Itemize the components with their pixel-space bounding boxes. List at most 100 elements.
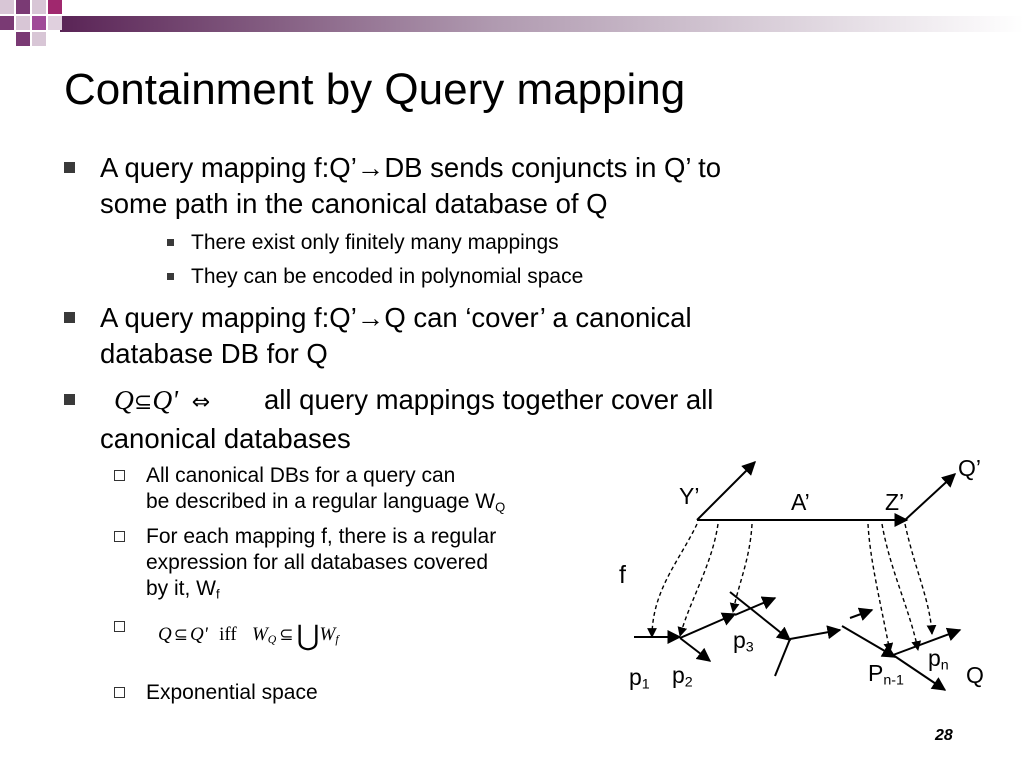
page-number: 28: [935, 727, 953, 744]
label-q-prime: Q’: [958, 455, 981, 481]
subscript: 3: [745, 639, 754, 656]
mapping-arrow: [904, 523, 937, 635]
sub-bullet-text: All canonical DBs for a query can be des…: [146, 463, 505, 520]
right-arrow-icon: →: [356, 152, 385, 183]
subscript: 1: [641, 676, 650, 693]
math-q: Q: [114, 384, 134, 415]
math-iff: iff: [219, 624, 237, 645]
header-square: [0, 0, 14, 14]
big-union-icon: ⋃: [296, 619, 320, 652]
q-edge: [849, 607, 874, 621]
subset-icon: ⊆: [279, 625, 294, 645]
math-q-prime: Q': [189, 624, 208, 645]
header-square: [0, 16, 14, 30]
header-square: [32, 32, 46, 46]
mapping-arrow: [881, 523, 922, 651]
header-square: [16, 0, 30, 14]
subscript: Q: [495, 499, 506, 515]
square-bullet-icon: [64, 394, 75, 405]
subscript: 2: [684, 674, 693, 691]
square-bullet-icon: [167, 273, 174, 280]
hollow-square-bullet-icon: [114, 470, 125, 481]
label-y-prime: Y’: [679, 483, 700, 509]
label-p-n: pn: [928, 645, 949, 679]
subscript: f: [216, 586, 220, 602]
sub-bullet-text: There exist only finitely many mappings: [191, 231, 559, 254]
sub-bullet-text: For each mapping f, there is a regular e…: [146, 524, 496, 607]
header-square: [32, 16, 46, 30]
mapping-arrow: [729, 523, 753, 613]
math-w: W: [319, 624, 336, 645]
hollow-square-bullet-icon: [114, 687, 125, 698]
bullet-containment-iff: Q⊆Q' ⇔ all query mappings together cover…: [64, 382, 884, 454]
sub-bullet-text-part: by it, W: [146, 577, 217, 600]
regular-language-formula: Q⊆Q' iff WQ⊆⋃Wf: [158, 622, 339, 653]
sub-bullet-text-part: All canonical DBs for a query can: [146, 464, 456, 487]
subset-icon: ⊆: [173, 625, 188, 645]
mapping-arrow: [647, 523, 698, 638]
label-text: p: [672, 662, 685, 688]
header-square: [48, 16, 62, 30]
bullet-text: A query mapping f:Q’→DB sends conjuncts …: [100, 150, 900, 222]
hollow-square-bullet-icon: [114, 531, 125, 542]
mapping-arrow: [677, 523, 719, 637]
label-q: Q: [966, 662, 984, 688]
bullet-query-mapping-db: A query mapping f:Q’→DB sends conjuncts …: [64, 150, 884, 222]
bullet-text-part: Q can ‘cover’ a canonical: [384, 302, 692, 333]
label-p3: p3: [733, 627, 754, 661]
header-gradient-bar: [60, 16, 1024, 32]
header-decoration: [0, 0, 1024, 46]
label-text: P: [868, 660, 884, 686]
q-edge: [892, 627, 962, 656]
q-edge: [679, 612, 737, 639]
bullet-text-part: all query mappings together cover all: [264, 384, 714, 415]
bullet-query-mapping-cover: A query mapping f:Q’→Q can ‘cover’ a can…: [64, 300, 884, 372]
square-bullet-icon: [64, 312, 75, 323]
square-bullet-icon: [167, 239, 174, 246]
label-text: p: [629, 664, 642, 690]
sub-bullet-text-part: For each mapping f, there is a regular: [146, 525, 497, 548]
subscript: n-1: [883, 672, 904, 689]
q-edge: [774, 638, 791, 677]
sub-bullet-text-part: be described in a regular language W: [146, 490, 496, 513]
q-prime-edge: [904, 473, 957, 521]
right-arrow-icon: →: [356, 302, 385, 333]
subscript: Q: [267, 632, 277, 646]
mapping-arrow: [867, 523, 894, 653]
label-text: p: [928, 645, 941, 671]
header-square: [48, 0, 62, 14]
header-square: [16, 16, 30, 30]
containment-formula: Q⊆Q' ⇔: [100, 382, 264, 421]
label-p-n-minus-1: Pn-1: [868, 660, 904, 694]
bullet-text: Q⊆Q' ⇔ all query mappings together cover…: [100, 382, 900, 457]
label-p1: p1: [629, 664, 650, 698]
header-square: [32, 0, 46, 14]
subscript: n: [940, 657, 949, 674]
sub-bullet-text: Exponential space: [146, 681, 318, 704]
bullet-text: A query mapping f:Q’→Q can ‘cover’ a can…: [100, 300, 900, 372]
page-title: Containment by Query mapping: [64, 65, 686, 114]
iff-arrow-icon: ⇔: [191, 390, 211, 415]
bullet-text-part: some path in the canonical database of Q: [100, 188, 608, 219]
bullet-text-part: A query mapping f:Q’: [100, 152, 357, 183]
q-prime-edge: [696, 461, 756, 521]
subscript: f: [335, 632, 339, 646]
bullet-text-part: database DB for Q: [100, 338, 328, 369]
label-f: f: [619, 561, 626, 589]
math-q: Q: [158, 624, 172, 645]
label-a-prime: A’: [791, 489, 810, 515]
bullet-text-part: DB sends conjuncts in Q’ to: [384, 152, 722, 183]
sub-bullet-text: They can be encoded in polynomial space: [191, 265, 584, 288]
q-edge: [841, 625, 897, 658]
bullet-text-part: A query mapping f:Q’: [100, 302, 357, 333]
hollow-square-bullet-icon: [114, 621, 125, 632]
label-z-prime: Z’: [885, 489, 905, 515]
q-edge: [734, 596, 777, 616]
bullet-text-part: canonical databases: [100, 423, 351, 454]
math-q-prime: Q': [152, 384, 179, 415]
square-bullet-icon: [64, 162, 75, 173]
q-edge: [789, 625, 842, 640]
sub-bullet-text-part: expression for all databases covered: [146, 551, 489, 574]
math-w: W: [251, 624, 268, 645]
label-p2: p2: [672, 662, 693, 696]
